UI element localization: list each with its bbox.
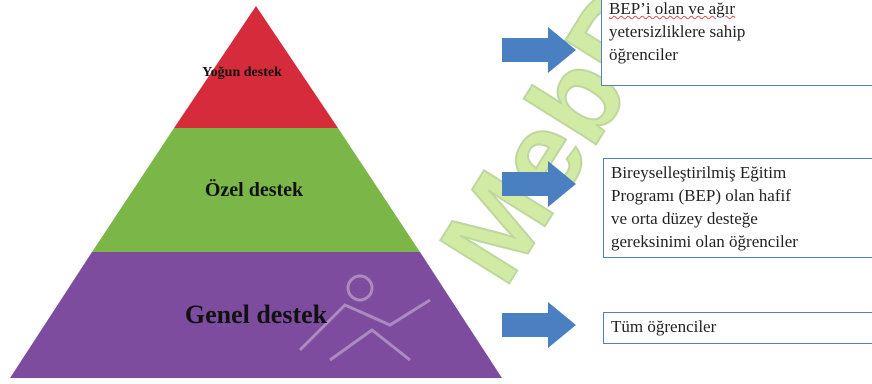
pyramid-tier-bottom — [10, 252, 502, 378]
box-top-line-3: öğrenciler — [609, 45, 678, 64]
arrow-icon-middle — [502, 161, 576, 207]
arrow-icon-top — [502, 27, 576, 73]
box-middle-line-3: ve orta düzey desteğe — [611, 209, 758, 228]
box-middle-line-1: Bireyselleştirilmiş Eğitim — [611, 163, 787, 182]
watermark-figure — [298, 274, 431, 362]
box-top-line-2: yetersizliklere sahip — [609, 22, 746, 41]
tier-label-middle: Özel destek — [205, 178, 304, 201]
pyramid-tier-middle — [92, 128, 420, 252]
pyramid-tier-top — [174, 6, 338, 128]
description-box-bottom: Tüm öğrenciler — [603, 312, 872, 344]
box-middle-line-4: gereksinimi olan öğrenciler — [611, 232, 798, 251]
tier-label-top: Yoğun destek — [202, 65, 282, 80]
description-box-middle: Bireyselleştirilmiş Eğitim Programı (BEP… — [603, 158, 872, 258]
box-middle-line-2: Programı (BEP) olan hafif — [611, 186, 791, 205]
arrow-icon-bottom — [502, 302, 576, 348]
box-bottom-line-1: Tüm öğrenciler — [611, 317, 717, 336]
tier-label-bottom: Genel destek — [185, 300, 328, 329]
box-top-line-1: BEP’i olan ve ağır — [609, 0, 869, 20]
box-top-line-1-text: BEP’i olan ve ağır — [609, 0, 736, 18]
description-box-top: BEP’i olan ve ağır yetersizliklere sahip… — [601, 0, 872, 86]
